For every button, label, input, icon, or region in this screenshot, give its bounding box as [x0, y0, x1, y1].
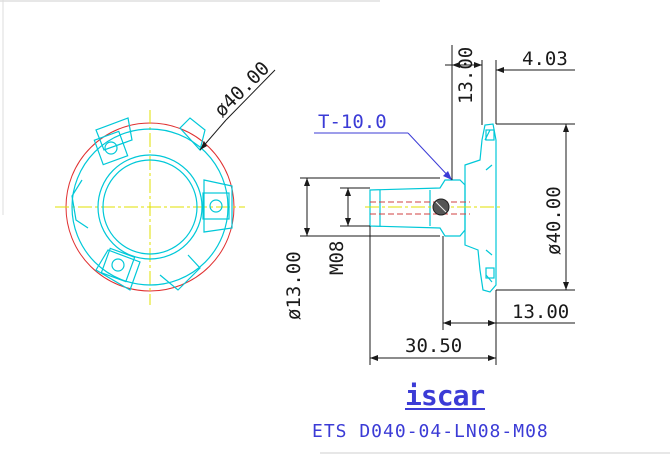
cutter-body-outline — [71, 117, 233, 291]
dimension-arrowheads — [304, 62, 569, 361]
tool-designation: ETS D040-04-LN08-M08 — [312, 421, 549, 442]
dim-top-403: 4.03 — [522, 48, 568, 70]
logo-text: iscar — [405, 379, 484, 412]
brand-logo: iscar — [405, 379, 485, 412]
front-view: ø40.00 — [55, 57, 276, 305]
dim-left-diameter: ø13.00 — [283, 251, 305, 320]
dim-bottom-13: 13.00 — [512, 301, 569, 323]
thread-label: T-10.0 — [318, 111, 387, 133]
dim-bottom-3050: 30.50 — [405, 335, 462, 357]
dim-right-diameter: ø40.00 — [543, 186, 565, 255]
hidden-thread-lines — [370, 201, 470, 215]
dim-m08: M08 — [326, 241, 348, 275]
side-view: T-10.0 — [283, 45, 575, 365]
dim-top-13: 13.00 — [455, 47, 477, 104]
inserts — [93, 130, 230, 283]
thread-leader — [407, 132, 453, 181]
shank-outline — [369, 123, 497, 293]
front-diameter-label: ø40.00 — [210, 57, 274, 121]
leader-arrowhead — [200, 141, 207, 150]
